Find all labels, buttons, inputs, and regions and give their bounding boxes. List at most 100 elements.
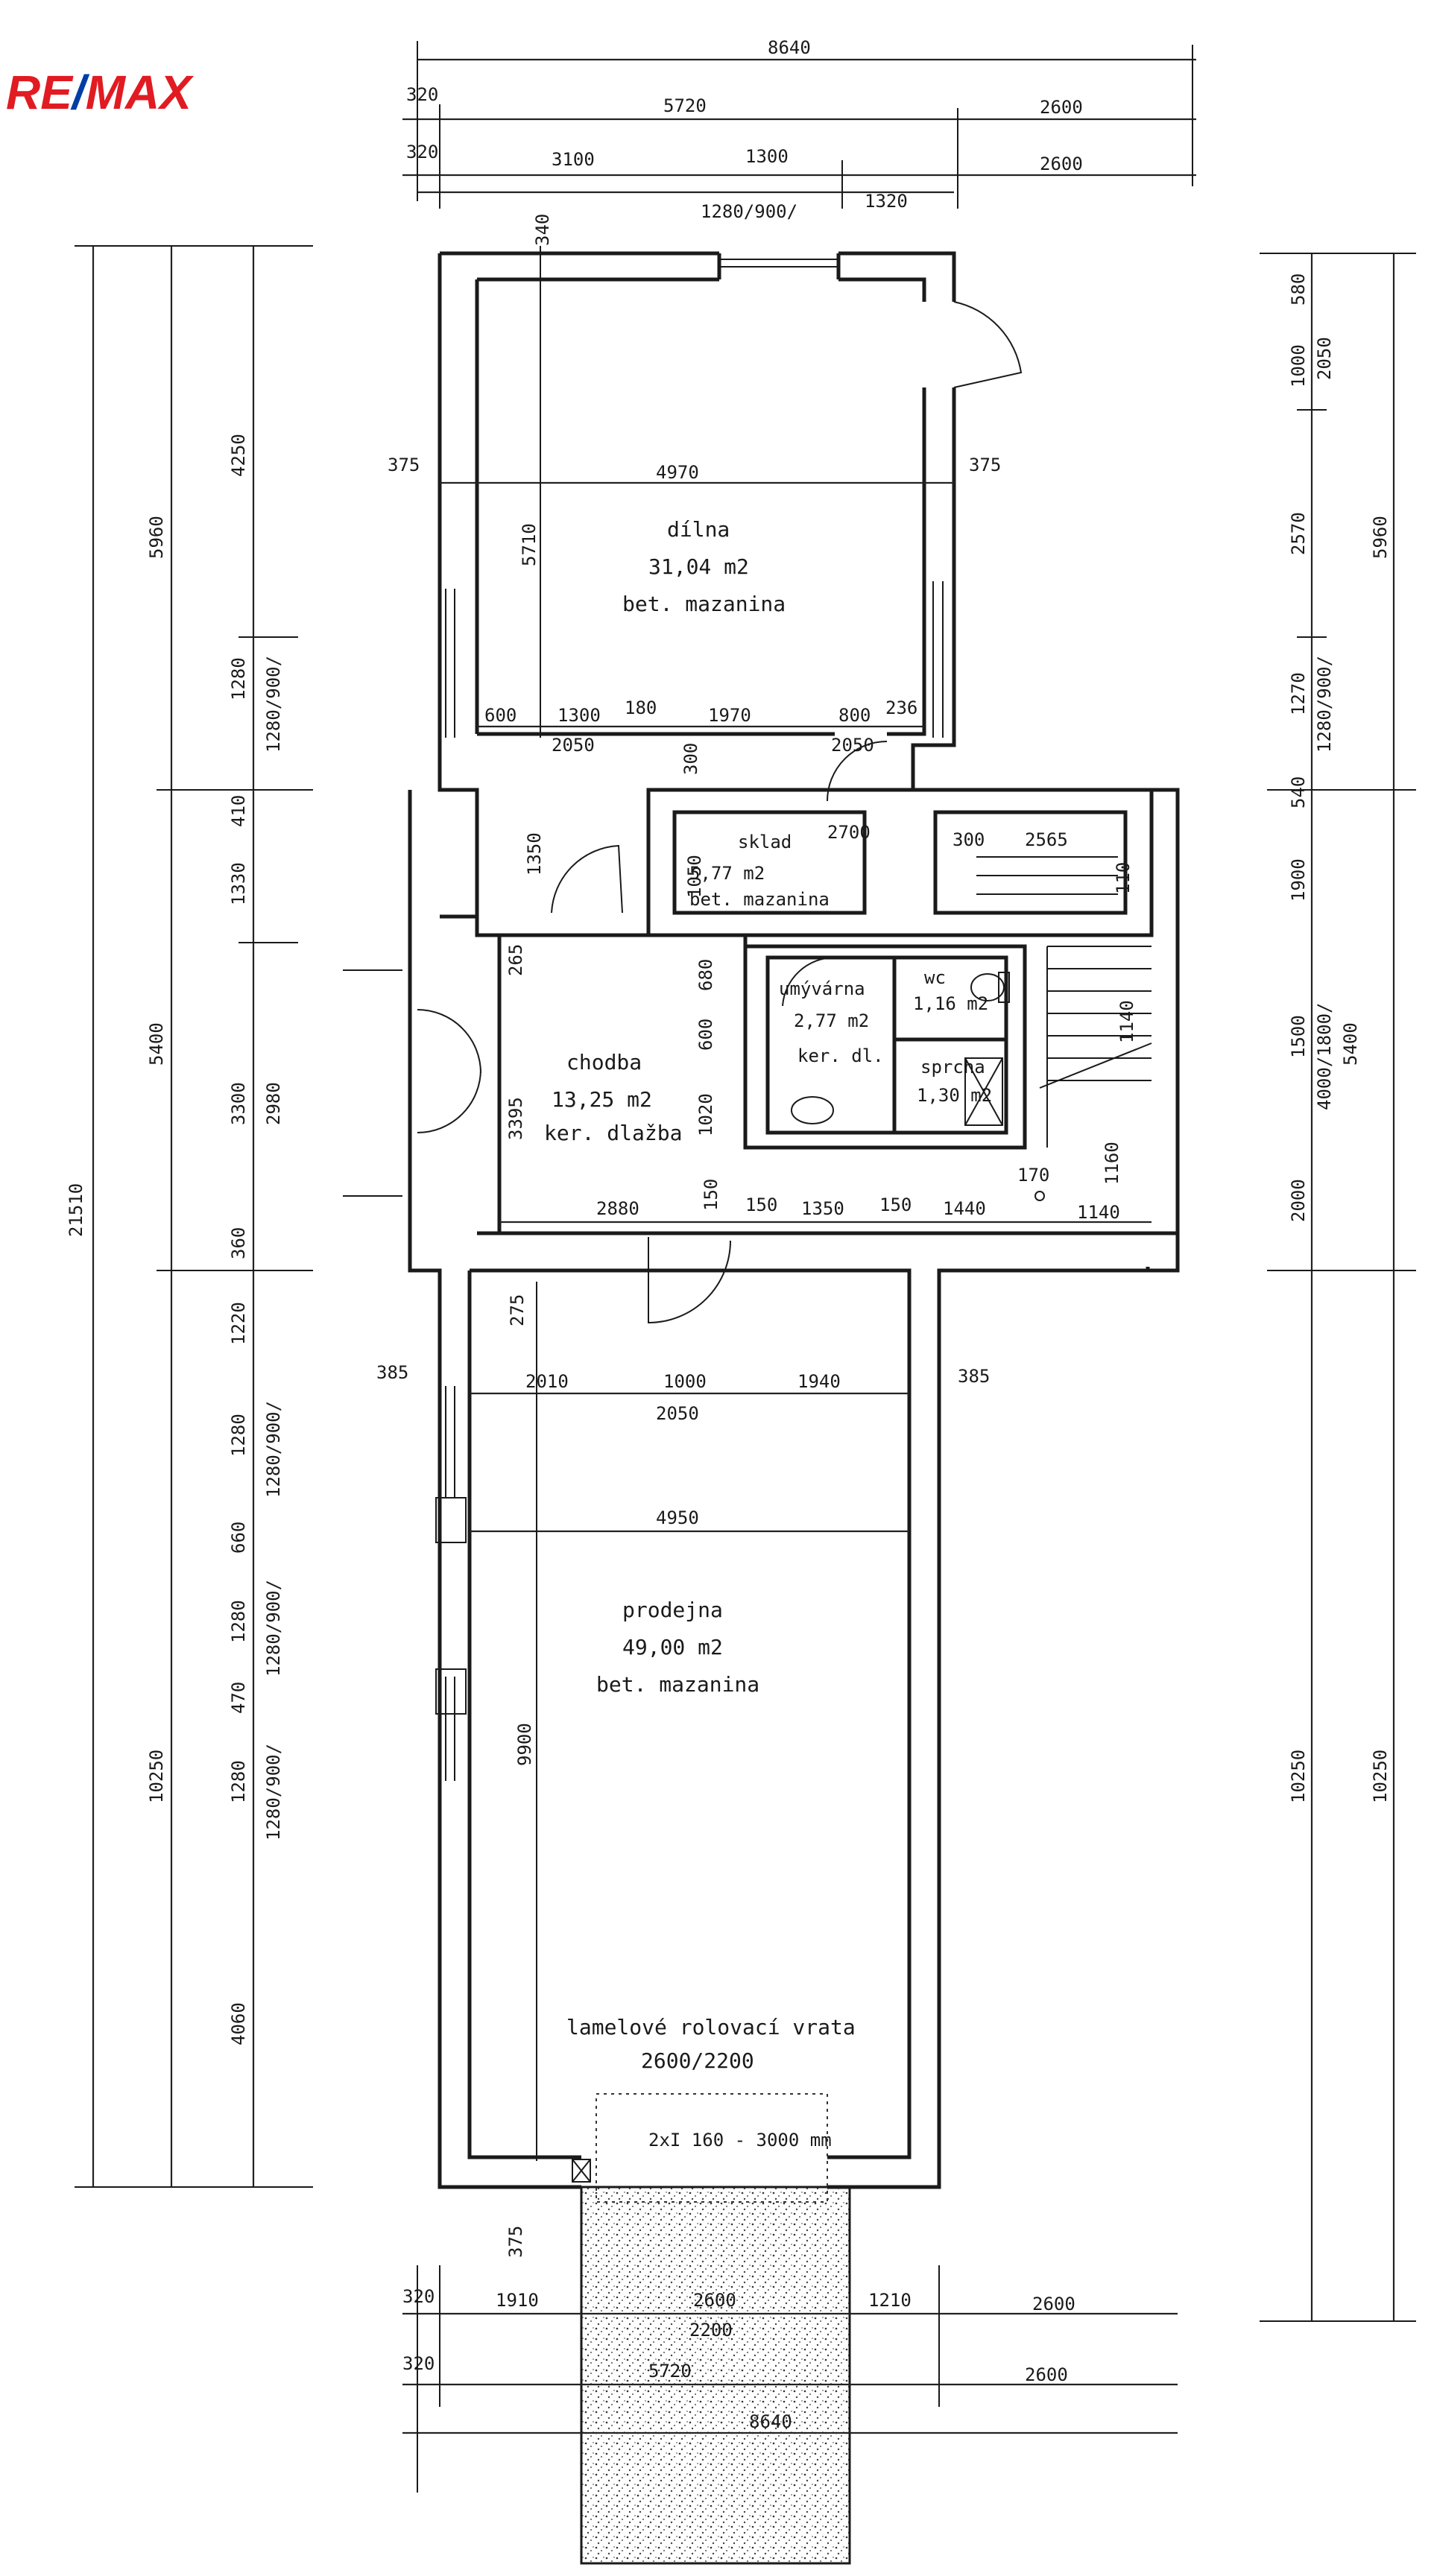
dim-l5400: 5400 (146, 1022, 167, 1066)
dim-r236: 236 (885, 697, 917, 718)
dim-s2565: 2565 (1025, 829, 1068, 850)
room-wc: wc 1,16 m2 (913, 967, 988, 1014)
dim-p2010: 2010 (525, 1371, 569, 1392)
room-prodejna-area: 49,00 m2 (622, 1635, 723, 1659)
dim-w4970: 4970 (656, 462, 699, 483)
dim-r180: 180 (625, 697, 657, 718)
remax-logo: RE/MAX (6, 66, 194, 119)
dim-l470: 470 (228, 1682, 249, 1714)
dim-r1500: 1500 (1288, 1015, 1309, 1058)
room-dilna-name: dílna (667, 517, 730, 542)
dim-r2000: 2000 (1288, 1179, 1309, 1222)
room-sprcha-area: 1,30 m2 (917, 1085, 992, 1106)
dim-p2050: 2050 (656, 1403, 699, 1424)
dim-b170: 170 (1017, 1165, 1049, 1186)
dim-l1280b: 1280 (228, 1414, 249, 1457)
dim-l10250: 10250 (146, 1750, 167, 1803)
dim-r1000: 1000 (1288, 344, 1309, 387)
dim-top-2600a: 2600 (1040, 97, 1083, 118)
dim-s110: 110 (1113, 862, 1134, 894)
dim-b150a: 150 (745, 1194, 777, 1215)
dim-p9900: 9900 (514, 1723, 535, 1766)
remax-logo-text: RE/MAX (6, 66, 194, 119)
room-sprcha: sprcha 1,30 m2 (917, 1057, 992, 1106)
bottom-dimensions (402, 2265, 1178, 2493)
dim-rwin: 1280/900/ (1314, 656, 1335, 753)
dim-l4060: 4060 (228, 2002, 249, 2045)
doors (343, 301, 1023, 1324)
dim-l1220: 1220 (228, 1302, 249, 1345)
dim-l2980: 2980 (263, 1082, 284, 1125)
dim-bot-2600a: 2600 (693, 2290, 736, 2311)
dim-r2050v: 2050 (1314, 337, 1335, 380)
dim-top-340: 340 (532, 214, 553, 246)
dim-c600: 600 (695, 1019, 716, 1051)
dim-lw4: 1280/900/ (263, 1744, 284, 1841)
dim-top-1300: 1300 (745, 146, 789, 167)
dim-r600: 600 (484, 705, 517, 726)
dim-top-320a: 320 (406, 84, 438, 105)
room-chodba-area: 13,25 m2 (552, 1087, 652, 1112)
room-prodejna: prodejna 49,00 m2 bet. mazanina (596, 1598, 759, 1697)
dim-s1160: 1160 (1102, 1142, 1122, 1185)
left-dimensions (75, 245, 313, 2188)
room-prodejna-floor: bet. mazanina (596, 1672, 759, 1697)
room-chodba: chodba 13,25 m2 ker. dlažba (544, 1050, 682, 1145)
walls (408, 251, 1180, 2189)
room-umyvarna-area: 2,77 m2 (794, 1010, 869, 1031)
room-dilna: dílna 31,04 m2 bet. mazanina (622, 517, 786, 616)
windows (435, 259, 944, 1781)
dim-r1970: 1970 (708, 705, 751, 726)
dim-l410: 410 (228, 795, 249, 827)
dim-bot-1210: 1210 (868, 2290, 912, 2311)
dim-l1280c: 1280 (228, 1600, 249, 1643)
dim-bot-1910: 1910 (496, 2290, 539, 2311)
parking-label: 2xI 160 - 3000 mm (648, 2130, 832, 2151)
dim-c150a: 150 (701, 1179, 721, 1211)
dim-w375r: 375 (969, 455, 1001, 475)
dim-w375l: 375 (388, 455, 420, 475)
top-dimensions (402, 41, 1196, 209)
dim-l360: 360 (228, 1227, 249, 1259)
dim-l1280d: 1280 (228, 1760, 249, 1803)
dim-b150b: 150 (879, 1194, 912, 1215)
dim-s2700: 2700 (827, 822, 871, 843)
gate-label: lamelové rolovací vrata (566, 2015, 856, 2039)
dim-bot-8640: 8640 (749, 2411, 792, 2432)
dim-top-total: 8640 (768, 37, 811, 58)
dim-p385l: 385 (376, 1362, 408, 1383)
room-sprcha-name: sprcha (920, 1057, 985, 1077)
dim-b1140: 1140 (1077, 1202, 1120, 1223)
room-sklad: sklad 5,77 m2 bet. mazanina (689, 832, 830, 910)
room-sklad-name: sklad (738, 832, 792, 852)
dim-r5400: 5400 (1340, 1022, 1361, 1066)
dim-p385r: 385 (958, 1366, 990, 1387)
dim-top-320b: 320 (406, 142, 438, 162)
dim-l5960: 5960 (146, 516, 167, 559)
dim-l1330: 1330 (228, 862, 249, 905)
dim-r2050b: 2050 (831, 735, 874, 756)
sanitary-fixtures (791, 972, 1045, 1201)
room-prodejna-name: prodejna (622, 1598, 723, 1622)
dim-l4250: 4250 (228, 434, 249, 477)
room-dilna-floor: bet. mazanina (622, 592, 786, 616)
dim-p1940: 1940 (797, 1371, 841, 1392)
dim-b1440: 1440 (943, 1198, 986, 1219)
dim-r5960: 5960 (1370, 516, 1391, 559)
dim-r10250b: 10250 (1370, 1750, 1391, 1803)
dim-c680: 680 (695, 959, 716, 991)
room-sklad-floor: bet. mazanina (689, 889, 830, 910)
dim-r4000: 4000/1800/ (1314, 1003, 1335, 1111)
dim-l1280a: 1280 (228, 657, 249, 700)
room-umyvarna-floor: ker. dl. (797, 1045, 884, 1066)
dim-top-3100: 3100 (552, 149, 595, 170)
room-wc-name: wc (924, 967, 946, 988)
dim-bot-320a: 320 (402, 2286, 435, 2307)
dim-bot-320b: 320 (402, 2353, 435, 2374)
room-chodba-floor: ker. dlažba (544, 1121, 682, 1145)
dim-s1140v: 1140 (1116, 1000, 1137, 1043)
dim-p375: 375 (505, 2226, 526, 2258)
room-sklad-area: 5,77 m2 (689, 863, 765, 884)
dim-s1050: 1050 (684, 855, 705, 898)
